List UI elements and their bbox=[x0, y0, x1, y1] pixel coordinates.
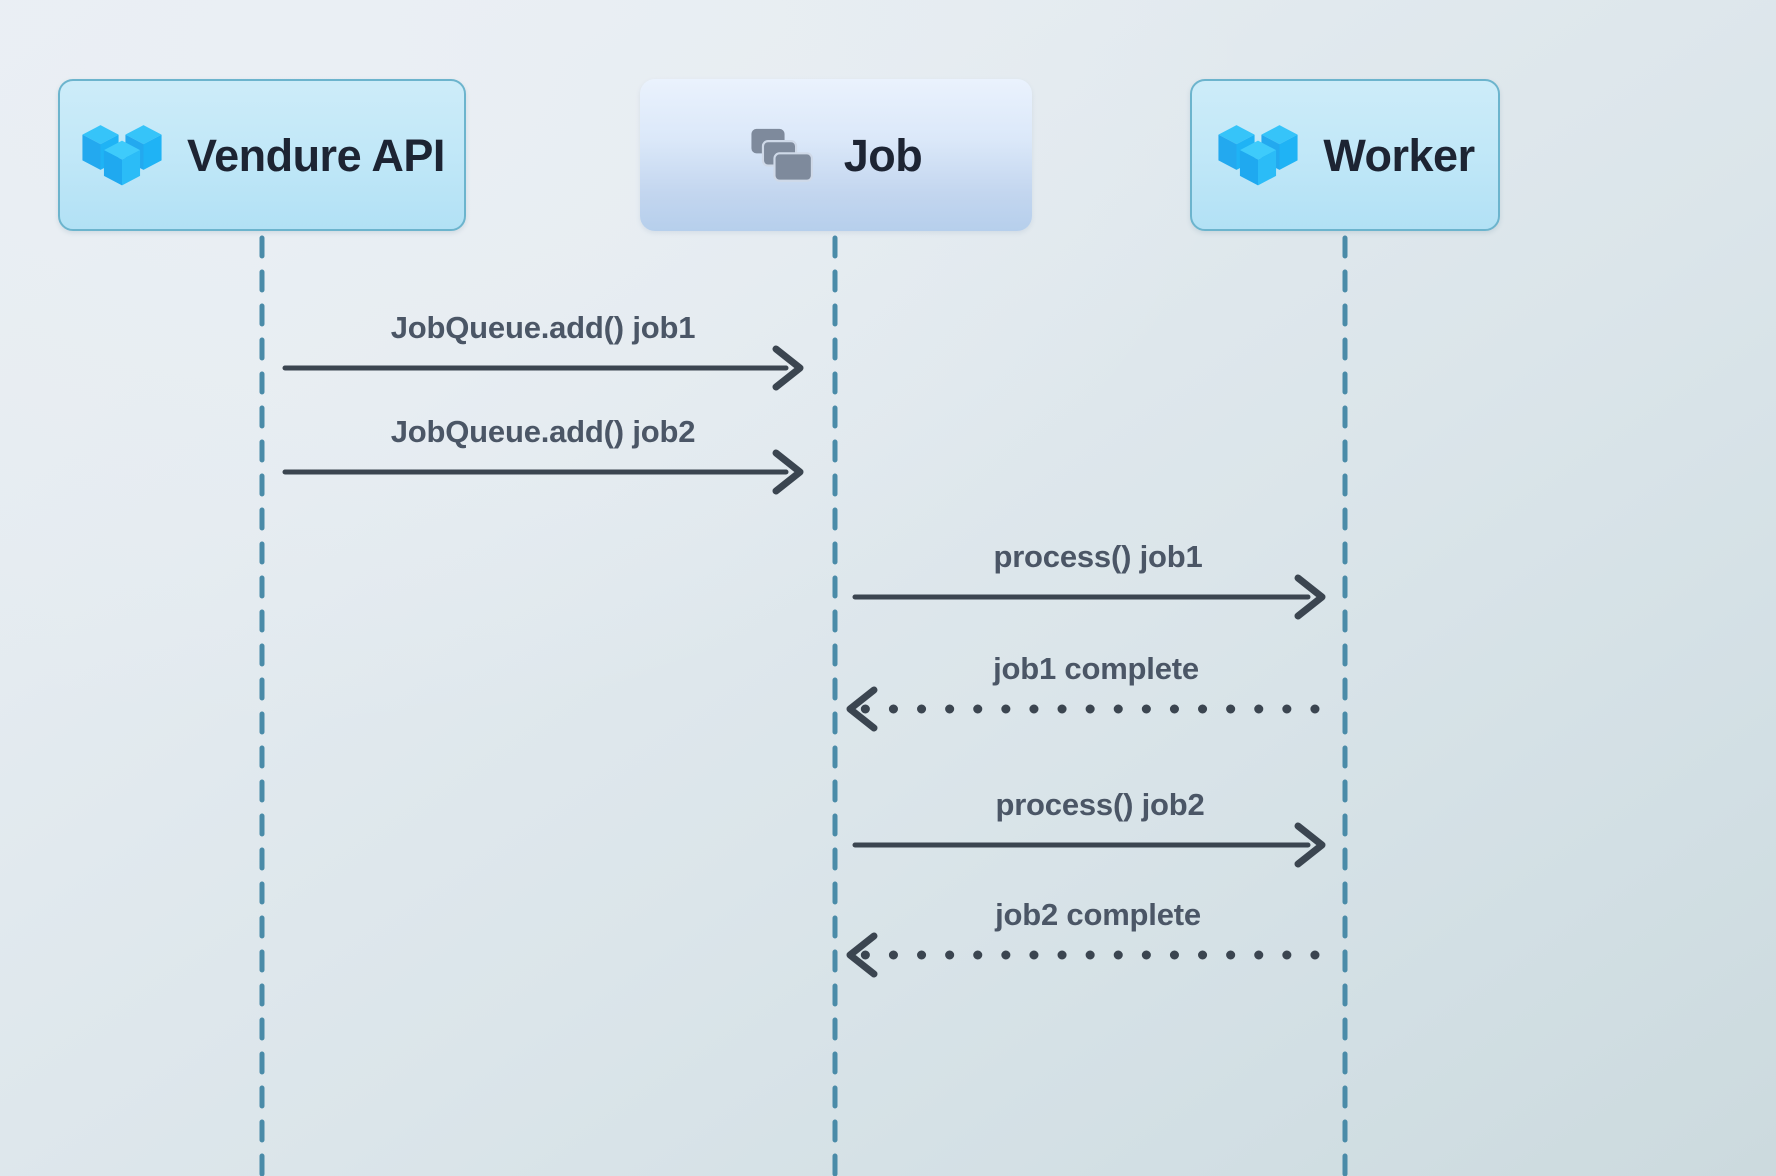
message-m4 bbox=[846, 686, 1320, 732]
message-label-m1: JobQueue.add() job1 bbox=[390, 310, 696, 345]
arrows-group bbox=[282, 345, 1326, 978]
message-label-m3: process() job1 bbox=[993, 539, 1203, 574]
message-m2 bbox=[282, 449, 804, 495]
message-m1 bbox=[282, 345, 804, 391]
participant-label-worker: Worker bbox=[1323, 129, 1475, 181]
participant-label-job: Job bbox=[843, 129, 923, 181]
participant-label-vendure-api: Vendure API bbox=[187, 129, 445, 181]
job-stack-icon bbox=[751, 129, 813, 182]
arrowhead-m2 bbox=[772, 449, 804, 495]
vendure-cubes-icon bbox=[1218, 124, 1298, 186]
arrowhead-m4 bbox=[846, 686, 878, 732]
arrowhead-m1 bbox=[772, 345, 804, 391]
participant-worker[interactable]: Worker bbox=[1190, 79, 1500, 231]
participant-vendure-api[interactable]: Vendure API bbox=[58, 79, 466, 231]
message-label-m4: job1 complete bbox=[993, 651, 1199, 686]
message-label-m2: JobQueue.add() job2 bbox=[390, 414, 696, 449]
message-m6 bbox=[846, 932, 1320, 978]
arrowhead-m3 bbox=[1294, 574, 1326, 620]
message-m3 bbox=[852, 574, 1326, 620]
message-label-m6: job2 complete bbox=[995, 897, 1201, 932]
arrowhead-m5 bbox=[1294, 822, 1326, 868]
lifelines-group bbox=[259, 235, 1348, 1176]
arrowhead-m6 bbox=[846, 932, 878, 978]
vendure-cubes-icon bbox=[82, 124, 162, 186]
participant-job[interactable]: Job bbox=[640, 79, 1032, 231]
message-m5 bbox=[852, 822, 1326, 868]
message-label-m5: process() job2 bbox=[995, 787, 1205, 822]
